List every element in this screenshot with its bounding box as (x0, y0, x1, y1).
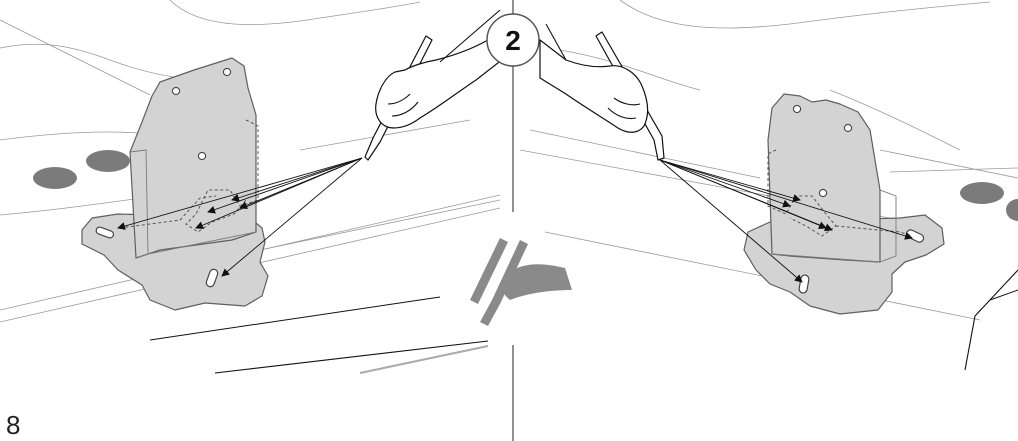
right-bracket-hole-3 (819, 189, 826, 196)
right-ridge-1 (530, 130, 760, 178)
right-bracket-hole-1 (793, 105, 800, 112)
right-gray-disk-1 (960, 182, 1004, 204)
left-ridge-4 (260, 200, 500, 250)
right-ground-edge-2 (965, 316, 975, 370)
right-hand-with-pencil-icon (540, 24, 664, 160)
left-gray-disk-2 (86, 150, 130, 172)
right-bracket-plate (768, 94, 880, 262)
step-badge: 2 (487, 14, 539, 66)
right-gray-disk-2 (1006, 199, 1018, 221)
page-number: 8 (6, 410, 20, 440)
right-body-top-line (620, 0, 990, 28)
hand-pencil-mark-icon (470, 238, 572, 326)
left-body-mid (0, 132, 150, 140)
left-bracket-hole-1 (172, 87, 179, 94)
left-body-top-line (170, 0, 420, 25)
right-ground-edge (975, 270, 1018, 316)
right-panel (520, 0, 1018, 370)
left-body-upper (0, 20, 150, 95)
left-gray-disk-1 (33, 167, 77, 189)
left-ground-line-1 (215, 341, 488, 373)
right-bracket-hole-2 (844, 124, 851, 131)
right-ridge-4 (880, 150, 1018, 178)
right-ridge-5 (890, 168, 1018, 172)
left-bracket-hole-3 (198, 152, 205, 159)
left-bracket-hole-2 (223, 68, 230, 75)
left-ground-line-3 (360, 346, 488, 373)
left-bracket-plate (130, 58, 256, 258)
left-arrow-4 (240, 158, 362, 208)
left-panel (0, 0, 512, 373)
step-number: 2 (505, 25, 521, 56)
